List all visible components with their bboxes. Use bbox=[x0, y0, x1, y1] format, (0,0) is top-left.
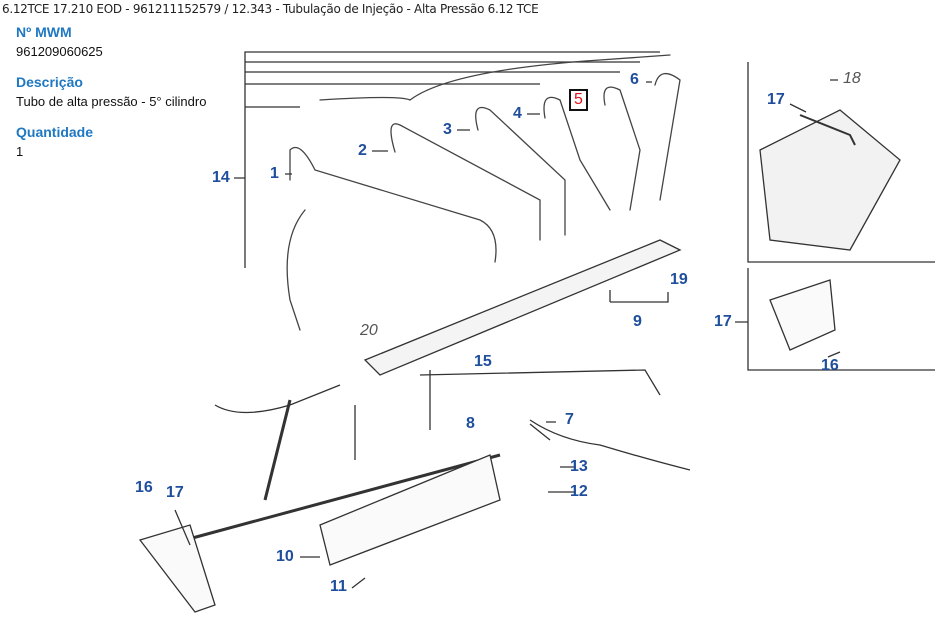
callout-20[interactable]: 20 bbox=[360, 322, 378, 339]
callout-17-detail-bottom[interactable]: 17 bbox=[714, 313, 732, 330]
breadcrumb: 6.12TCE 17.210 EOD - 961211152579 / 12.3… bbox=[2, 2, 539, 16]
callout-13[interactable]: 13 bbox=[570, 458, 588, 475]
callout-15[interactable]: 15 bbox=[474, 353, 492, 370]
fuel-rail bbox=[363, 239, 682, 376]
callout-6[interactable]: 6 bbox=[630, 71, 639, 88]
quantity-value: 1 bbox=[16, 144, 24, 159]
supply-pipe bbox=[214, 384, 341, 414]
bracket-frame bbox=[244, 51, 660, 268]
callout-3[interactable]: 3 bbox=[443, 121, 452, 138]
bracket-17-left bbox=[138, 524, 216, 613]
callout-8[interactable]: 8 bbox=[466, 415, 475, 432]
callout-16[interactable]: 16 bbox=[135, 479, 153, 496]
callout-9[interactable]: 9 bbox=[633, 313, 642, 330]
injector-line bbox=[184, 453, 501, 542]
callout-2[interactable]: 2 bbox=[358, 142, 367, 159]
pipes bbox=[286, 54, 681, 331]
part-details: Nº MWM 961209060625 Descrição Tubo de al… bbox=[16, 24, 236, 174]
callout-7[interactable]: 7 bbox=[565, 411, 574, 428]
bracket-10 bbox=[319, 454, 501, 566]
pipe-7 bbox=[529, 419, 691, 471]
engine-detail bbox=[759, 109, 901, 251]
quantity-label: Quantidade bbox=[16, 124, 94, 140]
callout-14[interactable]: 14 bbox=[212, 169, 230, 186]
part-number-label: Nº MWM bbox=[16, 24, 72, 40]
callout-18-detail[interactable]: 18 bbox=[843, 70, 861, 87]
callout-19[interactable]: 19 bbox=[670, 271, 688, 288]
return-pipe bbox=[419, 369, 661, 396]
callout-5-selected[interactable]: 5 bbox=[569, 89, 588, 111]
detail-panels bbox=[747, 62, 935, 371]
callout-17-detail-top[interactable]: 17 bbox=[767, 91, 785, 108]
callout-17[interactable]: 17 bbox=[166, 484, 184, 501]
callout-11[interactable]: 11 bbox=[330, 578, 347, 595]
bracket-17-detail bbox=[769, 279, 836, 351]
callout-1[interactable]: 1 bbox=[270, 165, 279, 182]
callout-12[interactable]: 12 bbox=[570, 483, 588, 500]
callout-16-detail[interactable]: 16 bbox=[821, 357, 839, 374]
callout-10[interactable]: 10 bbox=[276, 548, 294, 565]
callout-4[interactable]: 4 bbox=[513, 105, 522, 122]
description-value: Tubo de alta pressão - 5° cilindro bbox=[16, 94, 207, 109]
part-number-value: 961209060625 bbox=[16, 44, 103, 59]
description-label: Descrição bbox=[16, 74, 83, 90]
